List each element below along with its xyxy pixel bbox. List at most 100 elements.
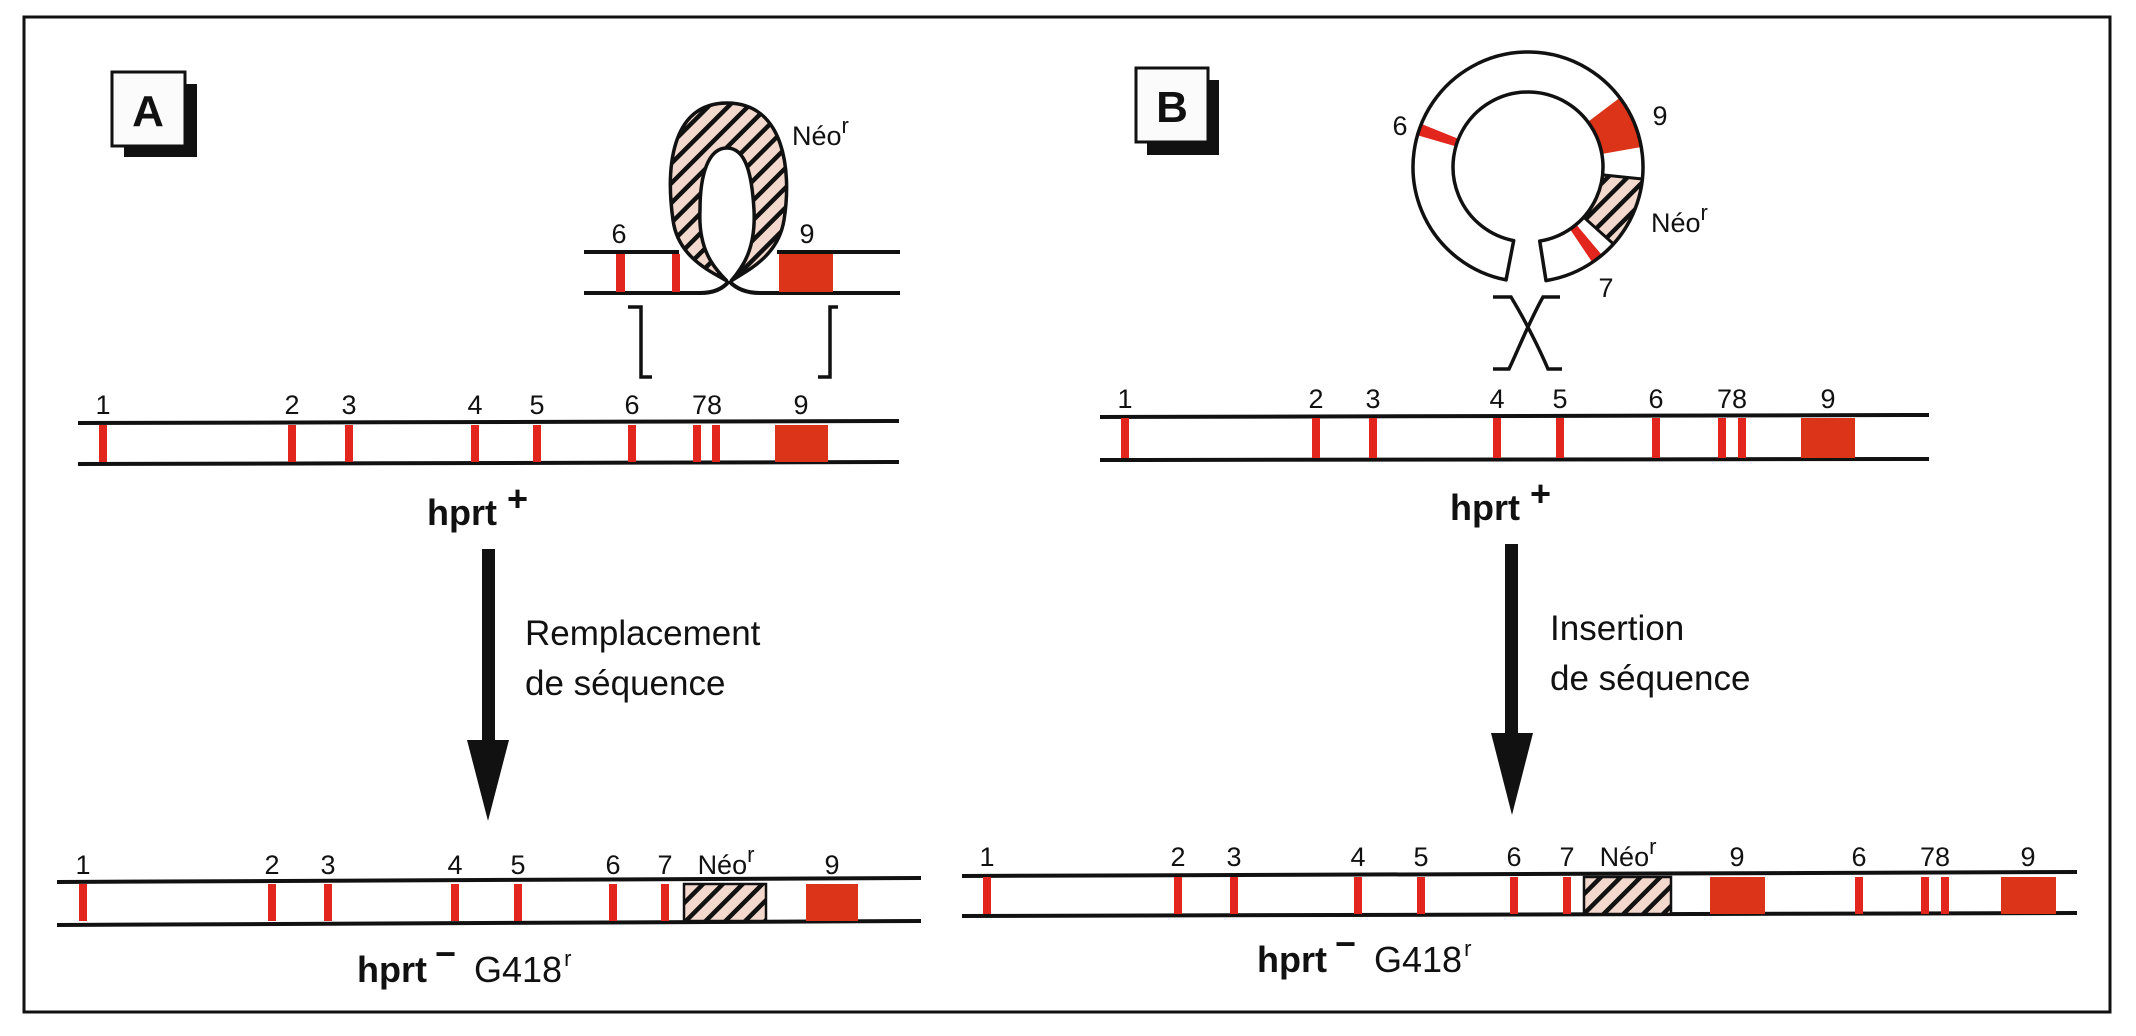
neo-cassette: [682, 882, 768, 923]
exon-label: 3: [1226, 842, 1241, 872]
exon-group: [983, 875, 2056, 916]
label-box: [110, 70, 187, 148]
homology-bracket-right: [818, 305, 838, 379]
label-box: [1134, 66, 1210, 144]
exon-6: [1652, 418, 1660, 458]
exon-2: [1174, 877, 1182, 914]
neo-sup: r: [842, 113, 849, 138]
vector-label-7: 7: [1598, 273, 1613, 303]
vector-exon-7: [672, 254, 680, 292]
locus-line-top: [77, 419, 900, 425]
arrow-shaft: [1505, 544, 1518, 734]
vector-line-bottom-left: [584, 279, 731, 295]
exon-2: [1312, 418, 1320, 458]
segment-divider: [1602, 173, 1643, 181]
segment-divider: [1582, 216, 1615, 246]
neo-cassette: [1583, 174, 1643, 244]
locus-line-bottom: [1099, 457, 1930, 462]
exon-label: 4: [467, 390, 482, 420]
exon-label: 1: [75, 850, 90, 880]
exon-8: [712, 425, 720, 462]
exon-label: 9: [1729, 842, 1744, 872]
vector-ring-body: [1413, 51, 1644, 281]
down-arrow: [467, 549, 509, 821]
process-caption-line2: de séquence: [1550, 659, 1750, 698]
vector-neo-label: Néor: [792, 113, 849, 151]
exon-6: [1855, 877, 1863, 914]
locus-line-top: [961, 870, 2078, 878]
locus-line-top: [1099, 413, 1930, 419]
phenotype-text: G418: [474, 949, 562, 990]
vector-exon-9: [779, 254, 833, 292]
exon-label: 5: [1552, 384, 1567, 414]
exon-label: 4: [1350, 842, 1365, 872]
exon-label: 6: [624, 390, 639, 420]
neo-sup: r: [747, 842, 754, 867]
process-caption-line1: Insertion: [1550, 609, 1684, 648]
neo-text: Néo: [698, 850, 748, 880]
exon-label: 6: [1506, 842, 1521, 872]
exon-4: [471, 425, 479, 462]
exon-label: 3: [1365, 384, 1380, 414]
exon-5: [1417, 877, 1425, 914]
exon-label: 6: [605, 850, 620, 880]
exon-4: [451, 884, 459, 921]
neo-text: Néo: [1600, 842, 1650, 872]
neo-sup: r: [1649, 834, 1656, 859]
exon-label: 2: [284, 390, 299, 420]
exon-label: 3: [341, 390, 356, 420]
exon-1: [99, 425, 107, 462]
panel-b-letter: B: [1156, 83, 1188, 132]
exon-7: [1921, 877, 1929, 914]
exon-7: [1718, 418, 1726, 458]
genotype-sup: −: [435, 933, 456, 974]
genotype-text: hprt: [1450, 487, 1520, 528]
exon-4: [1493, 418, 1501, 458]
exon-label: 2: [1170, 842, 1185, 872]
genotype-label: hprt+: [1450, 473, 1551, 528]
exon-8: [1941, 877, 1949, 914]
exon-3: [1230, 877, 1238, 914]
genotype-text: hprt: [427, 492, 497, 533]
exon-group: [1121, 418, 1855, 458]
exon-label: 7: [1559, 842, 1574, 872]
vector-line-bottom-right: [727, 279, 900, 295]
neo-label: Néor: [1600, 834, 1657, 872]
vector-label-6: 6: [611, 219, 626, 249]
neo-sup: r: [1701, 200, 1708, 225]
exon-label: 1: [95, 390, 110, 420]
exon-label: 9: [2020, 842, 2035, 872]
exon-3: [345, 425, 353, 462]
exon-7: [1563, 877, 1571, 914]
exon-4: [1354, 877, 1362, 914]
arrow-shaft: [482, 549, 495, 741]
genotype-text: hprt: [1257, 939, 1327, 980]
exon-label: 5: [1413, 842, 1428, 872]
exon-3: [324, 884, 332, 921]
exon-8: [1738, 418, 1746, 458]
arrow-head: [1491, 733, 1533, 815]
vector-exon-6: [616, 254, 625, 292]
exon-1: [79, 884, 87, 921]
neo-loop: [668, 101, 789, 283]
neo-label: Néor: [698, 842, 755, 880]
exon-5: [514, 884, 522, 921]
genotype-sup: −: [1335, 923, 1356, 964]
down-arrow: [1491, 544, 1533, 815]
panel-a-label: A: [110, 70, 197, 157]
exon-label: 9: [824, 850, 839, 880]
locus-line-bottom: [56, 919, 922, 927]
exon-label: 78: [1717, 384, 1747, 414]
exon-label: 78: [692, 390, 722, 420]
insertion-vector: [1411, 50, 1645, 283]
arrow-head: [467, 740, 509, 821]
exon-9: [1801, 418, 1855, 458]
